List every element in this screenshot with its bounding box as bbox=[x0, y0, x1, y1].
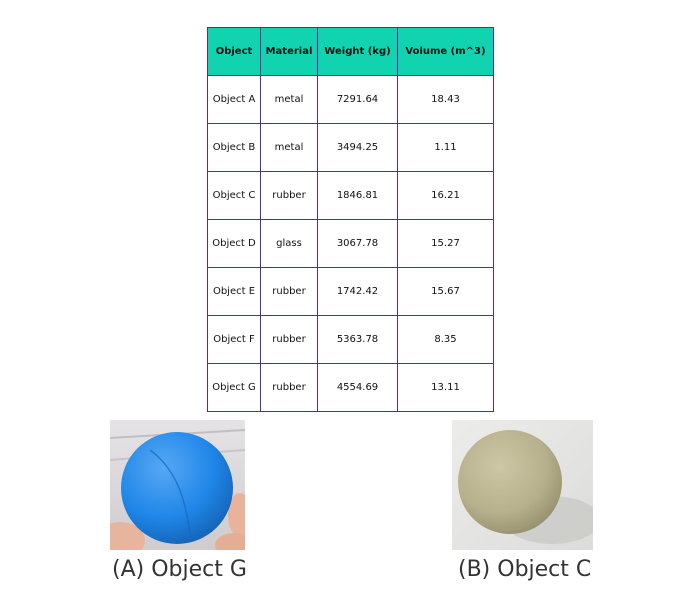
objects-table: Object Material Weight (kg) Volume (m^3)… bbox=[207, 27, 494, 412]
table-header-row: Object Material Weight (kg) Volume (m^3) bbox=[207, 27, 494, 76]
table-cell: Object G bbox=[207, 363, 261, 412]
table-cell: 1846.81 bbox=[317, 171, 398, 220]
table-cell: Object C bbox=[207, 171, 261, 220]
table-cell: 1742.42 bbox=[317, 267, 398, 316]
table-cell: metal bbox=[260, 75, 318, 124]
header-volume: Volume (m^3) bbox=[397, 27, 494, 76]
caption-b: (B) Object C bbox=[458, 557, 592, 582]
caption-a: (A) Object G bbox=[112, 557, 247, 582]
image-panel-b: (B) Object C bbox=[452, 420, 593, 582]
table-cell: 5363.78 bbox=[317, 315, 398, 364]
table-cell: 3067.78 bbox=[317, 219, 398, 268]
blue-ball-photo bbox=[110, 420, 245, 550]
table-cell: 18.43 bbox=[397, 75, 494, 124]
table-cell: 3494.25 bbox=[317, 123, 398, 172]
table-cell: rubber bbox=[260, 171, 318, 220]
table-cell: glass bbox=[260, 219, 318, 268]
header-weight: Weight (kg) bbox=[317, 27, 398, 76]
table-cell: Object A bbox=[207, 75, 261, 124]
table-cell: 1.11 bbox=[397, 123, 494, 172]
table-cell: 4554.69 bbox=[317, 363, 398, 412]
image-panel-a: (A) Object G bbox=[110, 420, 247, 582]
table-cell: Object F bbox=[207, 315, 261, 364]
table-cell: rubber bbox=[260, 267, 318, 316]
table-cell: rubber bbox=[260, 315, 318, 364]
table-cell: 8.35 bbox=[397, 315, 494, 364]
table-cell: Object B bbox=[207, 123, 261, 172]
table-cell: metal bbox=[260, 123, 318, 172]
header-material: Material bbox=[260, 27, 318, 76]
table-cell: 15.67 bbox=[397, 267, 494, 316]
table-cell: Object E bbox=[207, 267, 261, 316]
table-cell: 16.21 bbox=[397, 171, 494, 220]
table-cell: 15.27 bbox=[397, 219, 494, 268]
table-cell: rubber bbox=[260, 363, 318, 412]
table-cell: Object D bbox=[207, 219, 261, 268]
table-cell: 7291.64 bbox=[317, 75, 398, 124]
khaki-ball-photo bbox=[452, 420, 593, 550]
table-cell: 13.11 bbox=[397, 363, 494, 412]
header-object: Object bbox=[207, 27, 261, 76]
